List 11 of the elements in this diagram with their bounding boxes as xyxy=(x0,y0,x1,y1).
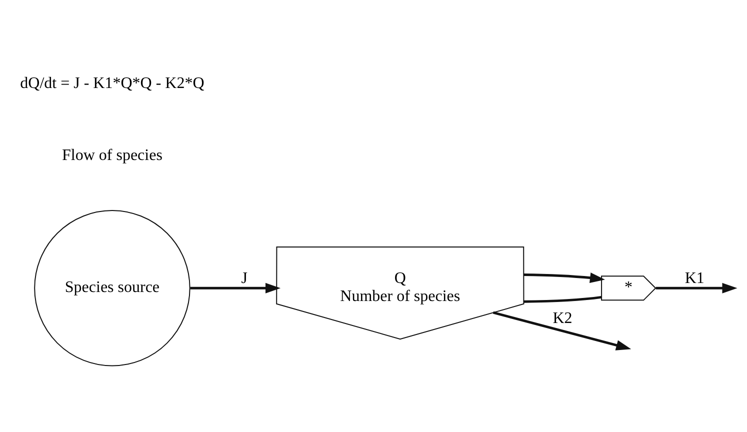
connector xyxy=(524,296,602,303)
arrow xyxy=(524,272,606,284)
node-circle: Species source xyxy=(34,210,190,366)
edge-label: K1 xyxy=(684,270,704,287)
arrow xyxy=(656,282,738,294)
edge-label: J xyxy=(241,270,248,287)
arrow xyxy=(190,282,281,294)
label: Flow of species xyxy=(62,146,162,164)
edge-label: K2 xyxy=(552,310,572,327)
label: dQ/dt = J - K1*Q*Q - K2*Q xyxy=(20,74,204,92)
arrow xyxy=(492,311,632,350)
